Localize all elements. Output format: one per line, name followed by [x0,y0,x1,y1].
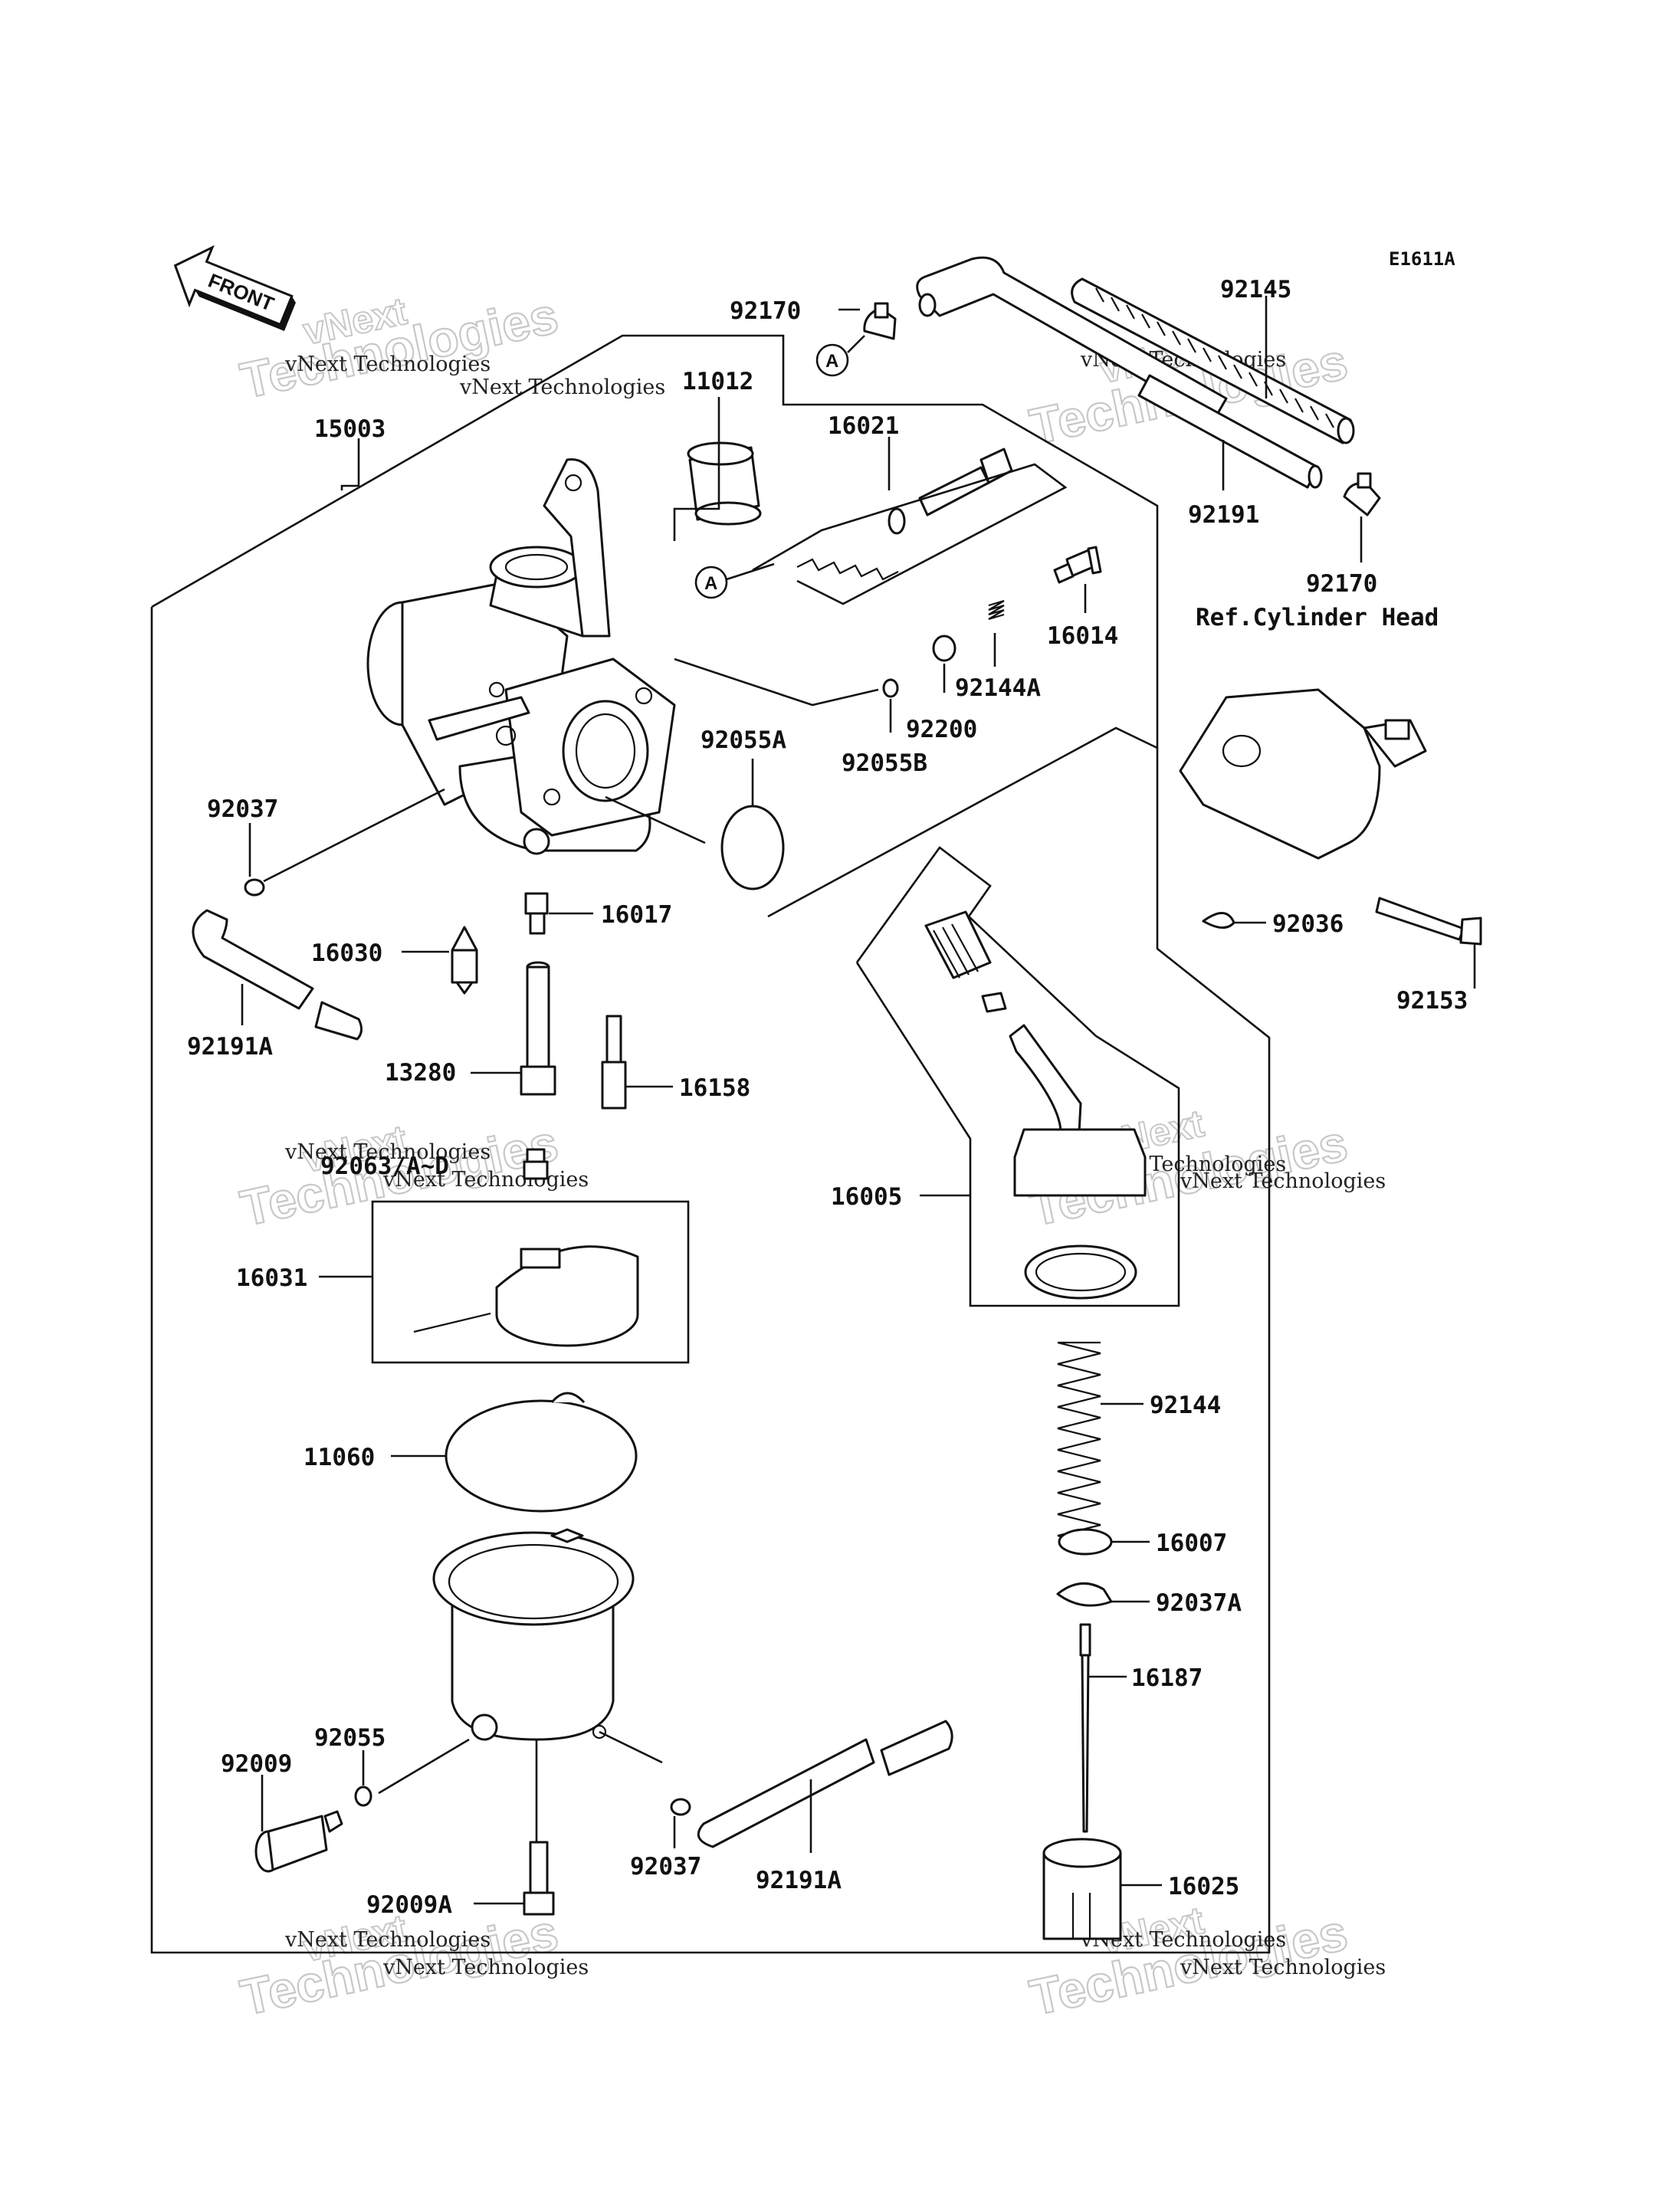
part-92036 [1202,912,1235,929]
part-16014 [1053,546,1102,584]
part-92145 [1071,277,1355,444]
part-16021 [752,448,1068,605]
part-label: 16025 [1168,1873,1239,1900]
part-label: 16007 [1156,1530,1227,1557]
part-92009 [254,1810,343,1873]
part-92055 [354,1785,372,1807]
carburetor-body [366,458,676,855]
diagram-code: E1611A [1389,248,1455,270]
part-label: 92144 [1150,1392,1221,1419]
part-labels: 92170 92145 11012 16021 15003 92191 9217… [187,276,1468,1919]
part-92037-bottom [670,1798,691,1816]
part-label: 92063/A~D [320,1153,449,1180]
part-16031-box [371,1200,690,1364]
part-16025 [1042,1838,1122,1940]
part-label: 92037 [630,1853,701,1881]
part-label: 92009 [221,1750,292,1778]
ref-marker-text: A [825,351,838,372]
ref-marker-text: A [704,573,717,594]
part-label: 92055B [842,749,927,777]
part-label: 92170 [1306,570,1377,598]
part-16005-box [855,846,1180,1307]
watermark-text: vNext Technologies [284,1928,491,1952]
part-label: 16187 [1131,1664,1203,1692]
part-16031-float [413,1245,639,1347]
part-label: 16030 [311,939,382,967]
leader-line [847,335,865,353]
part-16005 [924,910,1147,1300]
part-16158 [601,1015,627,1110]
watermark-text: vNext Technologies [459,375,665,399]
part-92144A [988,599,1005,621]
part-92191A-left [192,909,363,1041]
part-label: 92037 [207,795,278,823]
part-label: 92153 [1396,987,1468,1015]
part-92009A [523,1841,555,1916]
assembly-outline [150,334,1271,1954]
part-16030 [451,926,478,995]
part-92063 [523,1148,549,1180]
part-label: 11060 [304,1444,375,1471]
cylinder-head-ref [1179,688,1427,860]
ref-label: Ref.Cylinder Head [1196,604,1439,631]
part-label: 15003 [314,415,386,443]
part-label: 92037A [1156,1589,1242,1617]
part-16017 [524,892,549,935]
part-13280 [520,961,556,1096]
part-92055B [882,678,899,698]
part-label: 92009A [366,1891,452,1919]
part-92191 [1137,374,1323,489]
part-label: 11012 [682,368,753,395]
watermark-text: vNext Technologies [382,1168,589,1192]
part-label: 16031 [236,1264,307,1292]
part-92037-top [244,878,265,897]
part-16187 [1079,1623,1091,1833]
watermark-text: vNext Technologies [1180,1169,1386,1193]
part-label: 13280 [385,1059,456,1087]
part-92144 [1057,1341,1101,1548]
part-label: 92191A [187,1033,273,1061]
part-label: 92144A [955,674,1041,702]
part-label: 92036 [1272,910,1344,938]
part-label: 92170 [730,297,801,325]
watermark-text: vNext Technologies [382,1956,589,1979]
part-11060 [445,1392,638,1513]
part-label: 92191A [756,1867,842,1894]
part-92037A [1056,1582,1113,1607]
part-16007 [1058,1528,1113,1556]
watermark-text: vNext Technologies [284,1140,491,1164]
ref-marker-a: A [815,343,849,377]
part-92055A [720,805,785,890]
watermark-text: vNext Technologies [284,353,491,376]
part-label: 16021 [828,412,899,440]
float-bowl [432,1528,635,1741]
part-label: 92055A [701,726,786,754]
ref-marker-a: A [694,566,728,599]
watermark-text: vNext Technologies [1180,1956,1386,1979]
part-11012 [687,441,762,526]
part-92170-top [863,302,897,340]
leader-line [726,562,775,581]
part-92170-right [1343,472,1381,516]
part-label: 16158 [679,1074,750,1102]
part-label: 92145 [1220,276,1291,303]
part-92200 [932,635,956,662]
part-label: 16014 [1047,622,1118,650]
front-arrow-icon: FRONT [173,244,296,332]
part-92191A-bottom [697,1720,953,1848]
part-92153 [1375,897,1482,946]
part-label: 92191 [1188,501,1259,529]
part-label: 16017 [601,901,672,929]
leader-lines [241,296,1476,1905]
part-label: 92055 [314,1724,386,1752]
part-label: 92200 [906,716,977,743]
part-label: 16005 [831,1183,902,1211]
